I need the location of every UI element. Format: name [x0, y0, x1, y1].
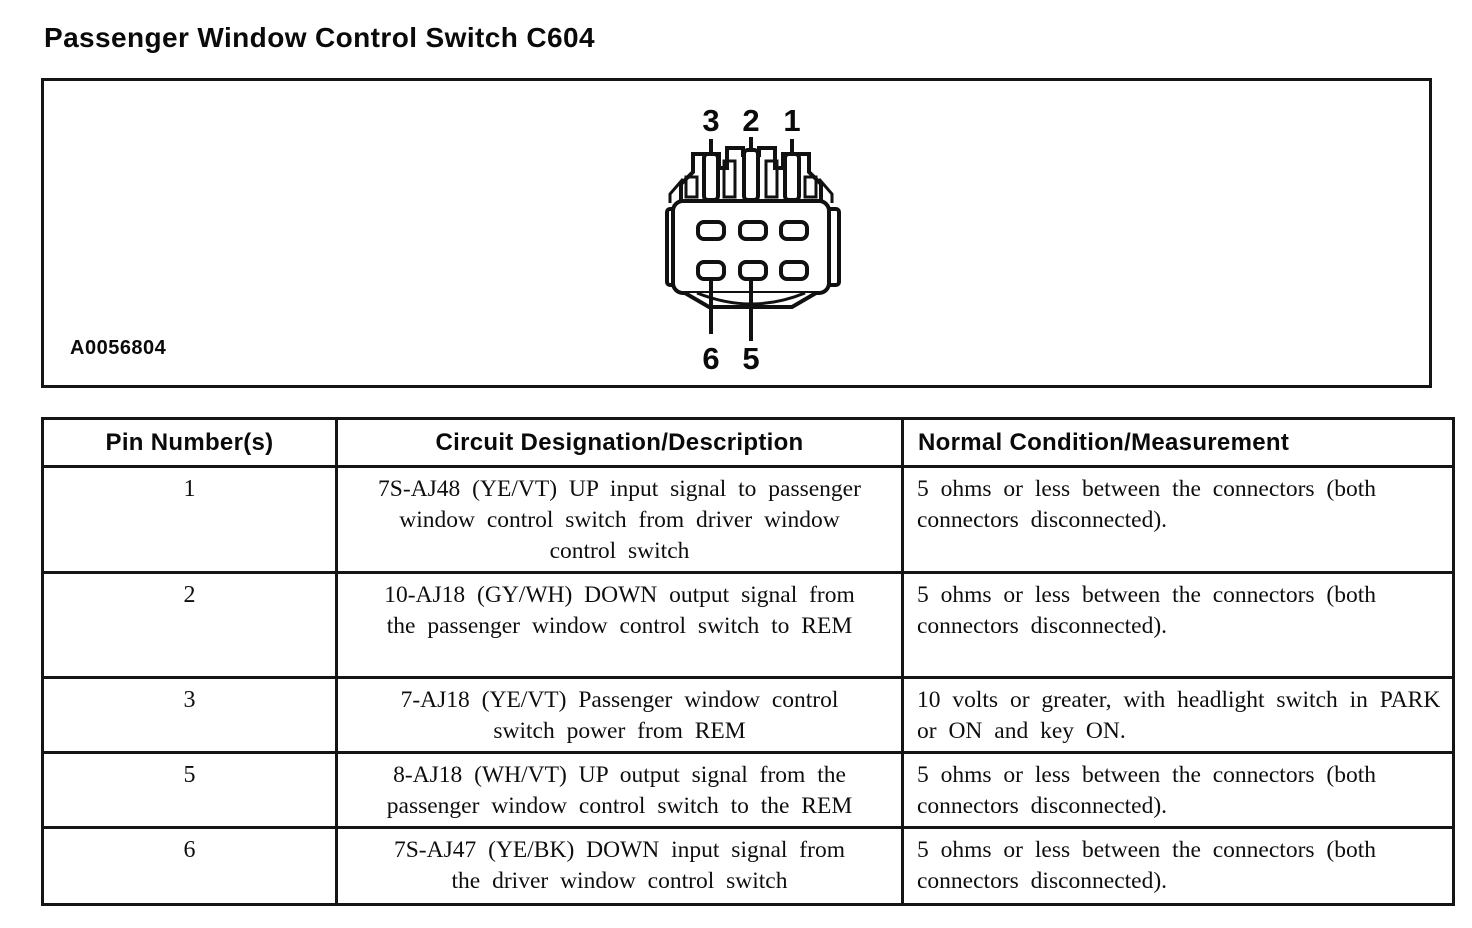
- circuit-description-cell: 7S-AJ47 (YE/BK) DOWN input signal from t…: [335, 826, 904, 906]
- pin-label-6: 6: [702, 341, 719, 376]
- pin-number-cell: 2: [41, 571, 338, 679]
- normal-condition-cell: 5 ohms or less between the connectors (b…: [901, 465, 1455, 574]
- connector-cap-detail: [684, 159, 818, 199]
- column-header-normal-condition: Normal Condition/Measurement: [901, 417, 1455, 468]
- circuit-description-cell: 7-AJ18 (YE/VT) Passenger window control …: [335, 676, 904, 754]
- pin-label-3: 3: [702, 103, 719, 138]
- normal-condition-cell: 5 ohms or less between the connectors (b…: [901, 751, 1455, 829]
- table-row-pin-5: 5 8-AJ18 (WH/VT) UP output signal from t…: [41, 751, 1455, 829]
- table-row-pin-1: 1 7S-AJ48 (YE/VT) UP input signal to pas…: [41, 465, 1455, 574]
- table-header-row: Pin Number(s) Circuit Designation/Descri…: [41, 417, 1455, 468]
- table-row-pin-6: 6 7S-AJ47 (YE/BK) DOWN input signal from…: [41, 826, 1455, 906]
- column-header-circuit-designation: Circuit Designation/Description: [335, 417, 904, 468]
- normal-condition-cell: 5 ohms or less between the connectors (b…: [901, 826, 1455, 906]
- table-row-pin-3: 3 7-AJ18 (YE/VT) Passenger window contro…: [41, 676, 1455, 754]
- pin-circuit-table: Pin Number(s) Circuit Designation/Descri…: [41, 417, 1455, 906]
- pin-label-5: 5: [742, 341, 759, 376]
- connector-cap-ears: [668, 178, 834, 203]
- circuit-description-cell: 10-AJ18 (GY/WH) DOWN output signal from …: [335, 571, 904, 679]
- page-title: Passenger Window Control Switch C604: [44, 22, 595, 53]
- pin-number-cell: 6: [41, 826, 338, 906]
- connector-diagram: 3 2 1 6 5: [665, 103, 841, 376]
- pin-label-1: 1: [783, 103, 800, 138]
- normal-condition-cell: 10 volts or greater, with headlight swit…: [901, 676, 1455, 754]
- pin-number-cell: 3: [41, 676, 338, 754]
- circuit-description-cell: 8-AJ18 (WH/VT) UP output signal from the…: [335, 751, 904, 829]
- circuit-description-cell: 7S-AJ48 (YE/VT) UP input signal to passe…: [335, 465, 904, 574]
- pin-leader-lines-bottom: [709, 273, 753, 341]
- pin-number-cell: 5: [41, 751, 338, 829]
- pin-label-2: 2: [742, 103, 759, 138]
- pin-number-cell: 1: [41, 465, 338, 574]
- figure-id-label: A0056804: [70, 337, 167, 359]
- column-header-pin-number: Pin Number(s): [41, 417, 338, 468]
- normal-condition-cell: 5 ohms or less between the connectors (b…: [901, 571, 1455, 679]
- connector-figure-box: 3 2 1 6 5 A0056804: [41, 78, 1432, 388]
- connector-pin-cavities-bottom: [696, 260, 809, 281]
- table-row-pin-2: 2 10-AJ18 (GY/WH) DOWN output signal fro…: [41, 571, 1455, 679]
- connector-cap-channels: [702, 148, 801, 202]
- connector-pin-cavities-top: [696, 220, 809, 241]
